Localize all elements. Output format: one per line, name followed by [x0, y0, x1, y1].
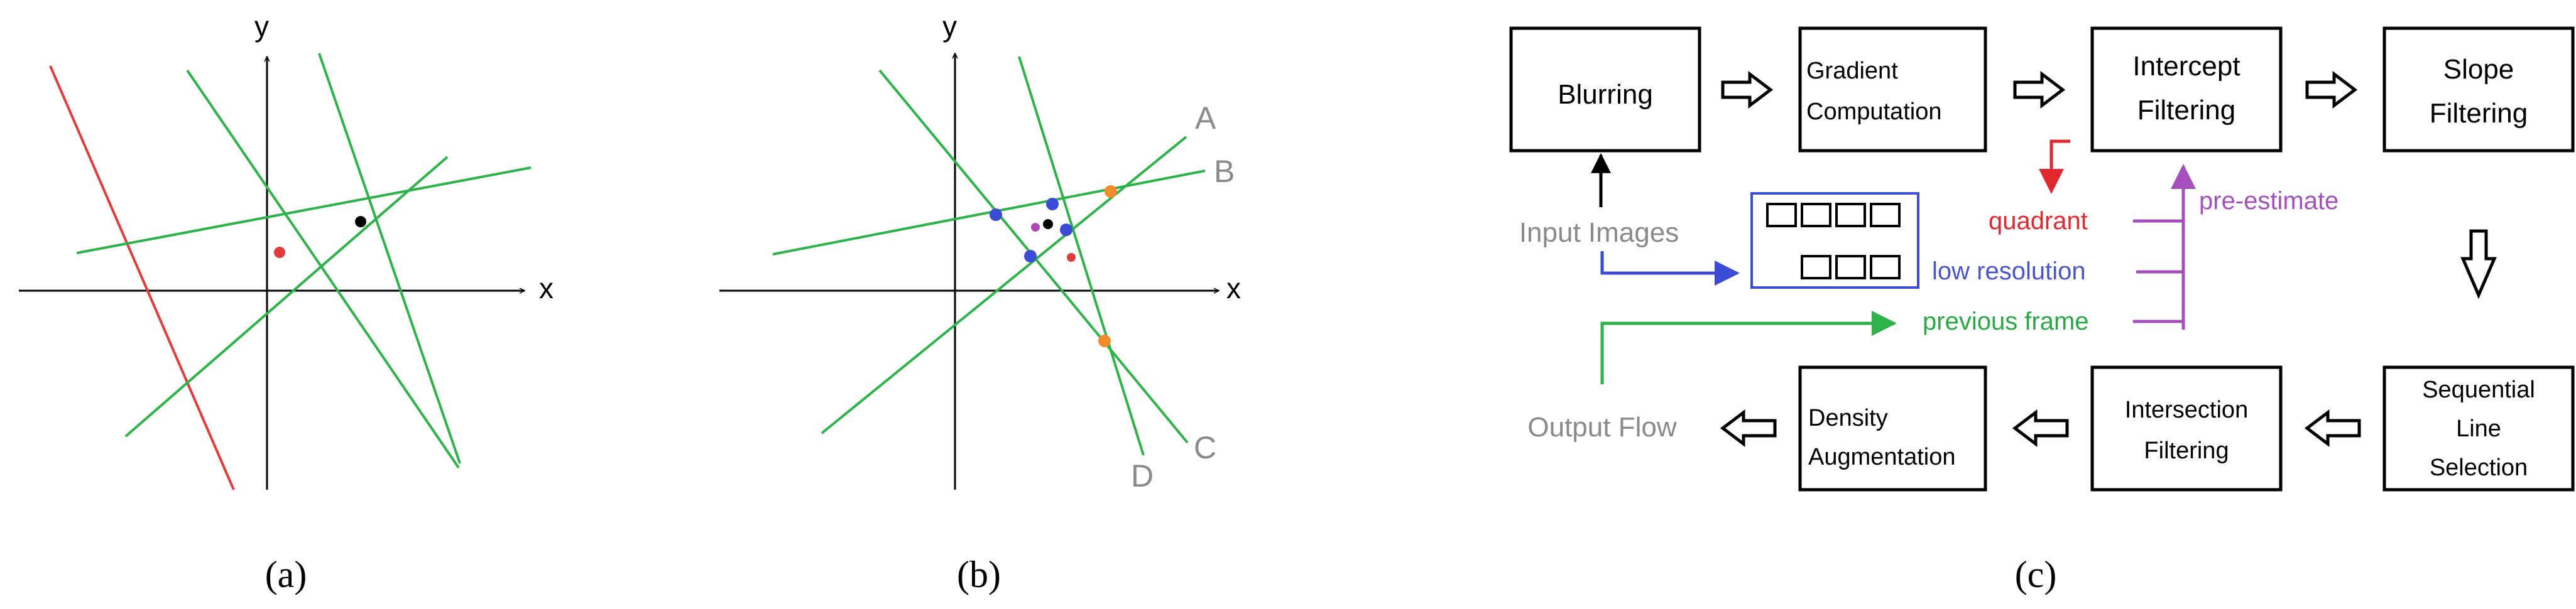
quadrant-arrow — [2039, 139, 2070, 194]
point-black — [1043, 219, 1053, 229]
block-density-label-1: Density — [1808, 405, 1888, 431]
block-sequential-label-1: Sequential — [2422, 377, 2535, 403]
y-axis-label: y — [254, 10, 269, 43]
block-density-label-2: Augmentation — [1808, 444, 1956, 470]
hollow-arrow-left — [1720, 409, 1777, 448]
panel-label-c: (c) — [2015, 554, 2057, 595]
green-line — [186, 69, 460, 469]
panel-a: x y (a) — [19, 10, 554, 595]
x-axis-label: x — [1226, 272, 1241, 304]
quadrant-label: quadrant — [1989, 207, 2088, 235]
block-blurring-label: Blurring — [1558, 79, 1653, 110]
green-line — [76, 166, 532, 254]
line-d — [1018, 56, 1145, 456]
previous-frame-label: previous frame — [1923, 308, 2089, 335]
block-intercept-filtering: Intercept Filtering — [2090, 26, 2283, 153]
panel-c: Blurring Gradient Computation Intercept … — [1509, 26, 2575, 595]
point-black — [355, 216, 366, 227]
image-pyramid-box — [1750, 192, 1919, 289]
panel-label-b: (b) — [957, 554, 1001, 595]
previous-frame-arrow — [1600, 311, 1897, 384]
hollow-arrow-right — [2013, 70, 2066, 109]
line-label-b: B — [1214, 154, 1235, 189]
x-axis-label: x — [539, 272, 554, 304]
point-red — [274, 247, 285, 258]
hollow-arrow-down — [2460, 229, 2497, 299]
point-orange — [1098, 335, 1111, 347]
input-images-label: Input Images — [1519, 217, 1679, 248]
line-a — [821, 136, 1187, 434]
low-resolution-label: low resolution — [1932, 257, 2086, 285]
point-orange — [1105, 185, 1117, 198]
panel-label-a: (a) — [265, 554, 307, 595]
block-gradient-computation: Gradient Computation — [1798, 26, 1987, 153]
block-slope-filtering: Slope Filtering — [2382, 26, 2575, 153]
point-red — [1067, 253, 1076, 262]
block-intersection-label-2: Filtering — [2144, 438, 2229, 464]
point-blue — [1060, 224, 1072, 236]
block-intersection-filtering: Intersection Filtering — [2090, 365, 2283, 492]
point-purple — [1031, 223, 1040, 232]
block-gradient-label-1: Gradient — [1806, 58, 1898, 84]
input-arrow-blue — [1600, 251, 1740, 286]
block-intercept-label-1: Intercept — [2132, 51, 2240, 82]
block-slope-label-1: Slope — [2443, 54, 2514, 85]
hollow-arrow-right — [2305, 70, 2358, 109]
point-blue — [990, 208, 1002, 221]
green-line — [318, 53, 461, 464]
point-blue — [1024, 250, 1037, 262]
block-sequential-line-selection: Sequential Line Selection — [2382, 365, 2575, 492]
line-label-c: C — [1194, 430, 1216, 465]
block-intersection-label-1: Intersection — [2125, 397, 2248, 423]
block-slope-label-2: Filtering — [2430, 98, 2528, 129]
block-density-augmentation: Density Augmentation — [1798, 365, 1987, 492]
line-label-a: A — [1195, 100, 1216, 136]
pre-estimate-label: pre-estimate — [2199, 187, 2339, 215]
panel-b: x y A B C D (b) — [719, 10, 1241, 595]
hollow-arrow-left — [2012, 409, 2069, 448]
block-intercept-label-2: Filtering — [2137, 95, 2236, 126]
block-sequential-label-3: Selection — [2430, 455, 2528, 481]
block-gradient-label-2: Computation — [1806, 99, 1941, 125]
block-blurring: Blurring — [1509, 26, 1701, 153]
point-blue — [1046, 198, 1059, 210]
hollow-arrow-right — [1721, 70, 1774, 109]
outlier-line — [49, 65, 235, 490]
line-b — [772, 170, 1206, 256]
output-flow-label: Output Flow — [1527, 412, 1676, 443]
line-label-d: D — [1131, 458, 1154, 493]
y-axis-label: y — [942, 10, 957, 43]
hollow-arrow-left — [2304, 409, 2361, 448]
block-sequential-label-2: Line — [2456, 416, 2501, 442]
green-line — [124, 156, 449, 438]
